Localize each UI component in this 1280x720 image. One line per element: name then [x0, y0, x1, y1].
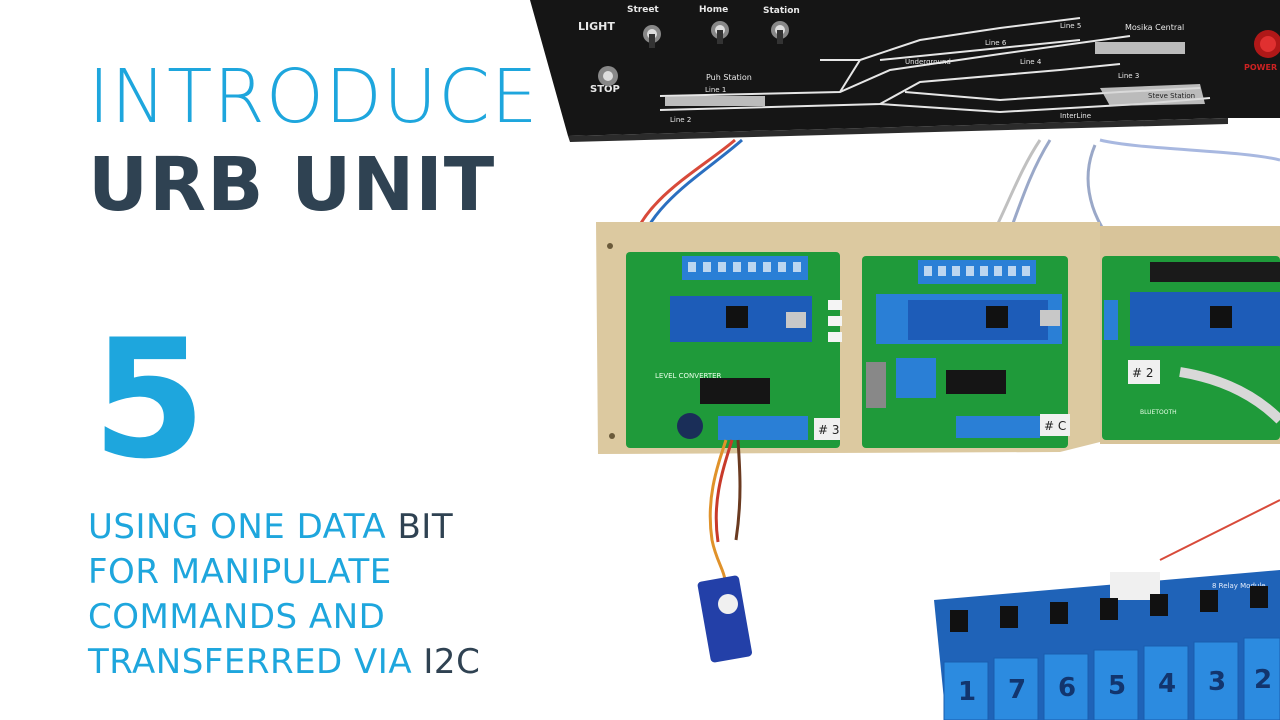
panel-label-line5: Line 5 [1060, 22, 1081, 30]
panel-label-power: POWER [1244, 63, 1277, 72]
switch-street[interactable] [643, 25, 661, 48]
power-button[interactable] [1254, 30, 1280, 58]
title-block: INTRODUCE URB UNIT 5 USING ONE DATA BIT … [0, 0, 560, 720]
panel-label-station: Station [763, 6, 800, 16]
relay-module-label: 8 Relay Module [1212, 582, 1266, 590]
pcb-board-2: # C [862, 256, 1070, 448]
episode-number: 5 [92, 304, 207, 495]
board-1-tag: # 3 [818, 423, 840, 437]
panel-label-puh-station: Puh Station [706, 73, 752, 82]
panel-label-home: Home [699, 5, 728, 15]
relay-module: 8 Relay Module 1 7 6 5 4 3 2 [934, 570, 1280, 720]
board-2-tag: # C [1044, 419, 1066, 433]
panel-label-steve-station: Steve Station [1148, 92, 1195, 100]
panel-label-street: Street [627, 5, 659, 15]
panel-label-stop: STOP [590, 84, 620, 95]
hardware-photo: LIGHT Street Home Station STOP POWER [530, 0, 1280, 720]
headline-introduce: INTRODUCE [88, 54, 539, 140]
relay-number-5: 4 [1158, 669, 1176, 699]
subtitle-line-4-a: TRANSFERRED VIA [88, 642, 424, 682]
panel-label-mosika-central: Mosika Central [1125, 23, 1184, 32]
subtitle-line-4-b: I2C [423, 642, 481, 682]
subtitle-line-3: COMMANDS AND [88, 597, 386, 637]
board-3-bluetooth: BLUETOOTH [1140, 409, 1177, 416]
board-1-level-converter: LEVEL CONVERTER [655, 372, 722, 380]
servo [697, 439, 752, 663]
panel-label-line4: Line 4 [1020, 58, 1042, 66]
relay-number-4: 5 [1108, 671, 1126, 701]
panel-label-interline: InterLine [1060, 112, 1091, 120]
panel-label-line6: Line 6 [985, 39, 1007, 47]
subtitle-line-2: FOR MANIPULATE [88, 552, 392, 592]
relay-number-3: 6 [1058, 673, 1076, 703]
subtitle-line-1-b: BIT [397, 507, 454, 547]
subtitle-line-1: USING ONE DATA BIT [88, 505, 480, 550]
switch-home[interactable] [711, 21, 729, 44]
relay-number-6: 3 [1208, 667, 1226, 697]
panel-label-line1: Line 1 [705, 86, 726, 94]
pcb-board-3: # 2 BLUETOOTH [1102, 256, 1280, 440]
board-3-tag: # 2 [1132, 366, 1154, 380]
subtitle-line-4: TRANSFERRED VIA I2C [88, 640, 480, 685]
switch-stop[interactable] [598, 66, 618, 86]
switch-station[interactable] [771, 21, 789, 44]
panel-label-underground: Underground [905, 58, 951, 66]
toggle-switches [598, 21, 1280, 86]
relay-number-1: 1 [958, 677, 976, 707]
panel-label-light: LIGHT [578, 20, 615, 33]
pcb-board-1: # 3 LEVEL CONVERTER [626, 252, 842, 448]
subtitle: USING ONE DATA BIT FOR MANIPULATE COMMAN… [88, 505, 480, 685]
headline-urb-unit: URB UNIT [88, 142, 496, 228]
panel-label-line3: Line 3 [1118, 72, 1139, 80]
relay-number-7: 2 [1254, 665, 1272, 695]
control-panel: LIGHT Street Home Station STOP POWER [530, 0, 1280, 142]
panel-label-line2: Line 2 [670, 116, 691, 124]
relay-number-2: 7 [1008, 675, 1026, 705]
subtitle-line-1-a: USING ONE DATA [88, 507, 398, 547]
